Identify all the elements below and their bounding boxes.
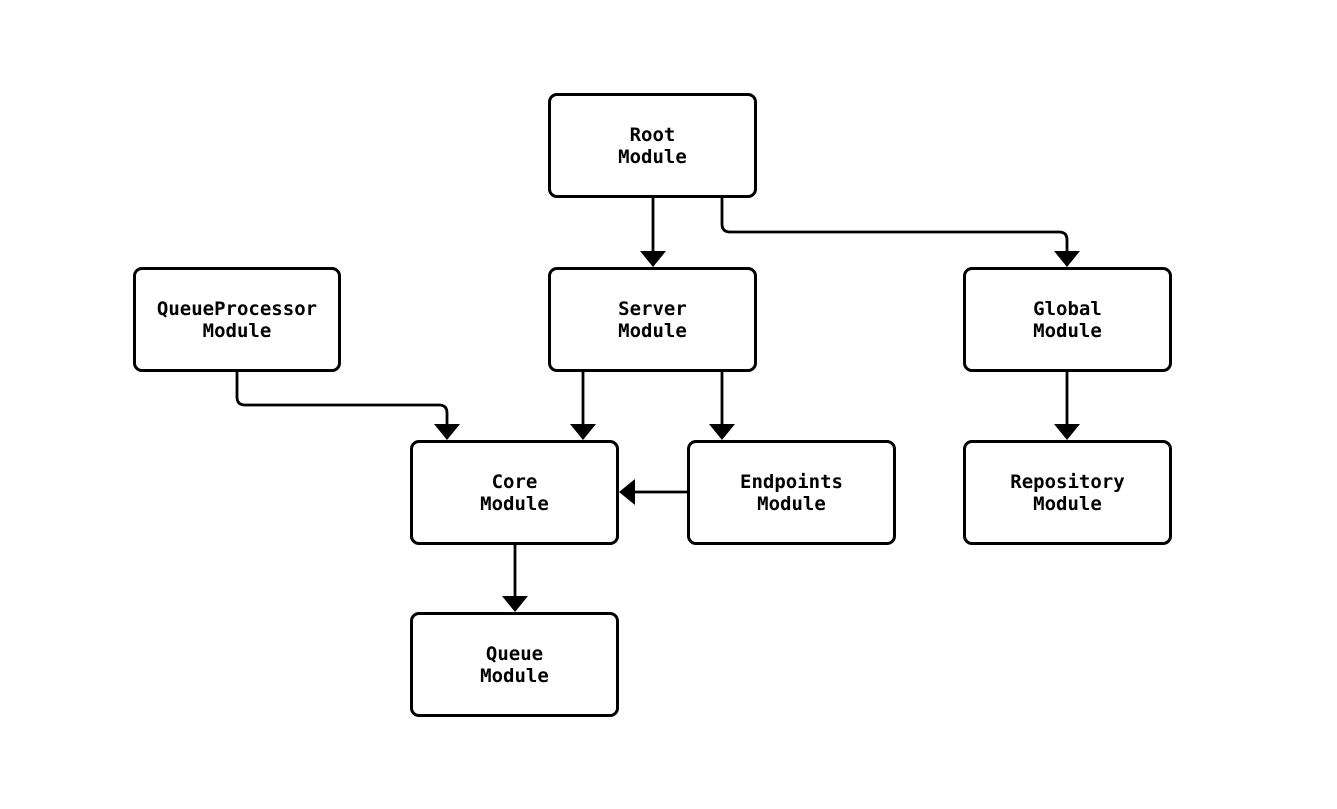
node-label-global: Global Module xyxy=(1033,297,1102,342)
node-queue-processor-module: QueueProcessor Module xyxy=(133,267,341,372)
node-label-root: Root Module xyxy=(618,123,687,168)
node-label-server: Server Module xyxy=(618,297,687,342)
arrowhead-server-to-endpoints xyxy=(709,424,735,440)
node-label-queue-processor: QueueProcessor Module xyxy=(156,297,318,342)
node-root-module: Root Module xyxy=(548,93,757,198)
arrowhead-server-to-core xyxy=(570,424,596,440)
node-label-queue: Queue Module xyxy=(480,642,549,687)
node-core-module: Core Module xyxy=(410,440,619,545)
node-label-core: Core Module xyxy=(480,470,549,515)
node-global-module: Global Module xyxy=(963,267,1172,372)
arrowhead-queue-processor-to-core xyxy=(434,424,460,440)
edge-queue-processor-to-core xyxy=(235,372,449,431)
node-label-repository: Repository Module xyxy=(1010,470,1125,515)
node-repository-module: Repository Module xyxy=(963,440,1172,545)
arrowhead-endpoints-to-core xyxy=(619,479,635,505)
edge-root-to-global xyxy=(720,198,1069,258)
node-server-module: Server Module xyxy=(548,267,757,372)
arrowhead-root-to-global xyxy=(1054,251,1080,267)
node-queue-module: Queue Module xyxy=(410,612,619,717)
arrowhead-root-to-server xyxy=(640,251,666,267)
arrowhead-core-to-queue xyxy=(502,596,528,612)
node-label-endpoints: Endpoints Module xyxy=(740,470,843,515)
node-endpoints-module: Endpoints Module xyxy=(687,440,896,545)
arrowhead-global-to-repository xyxy=(1054,424,1080,440)
